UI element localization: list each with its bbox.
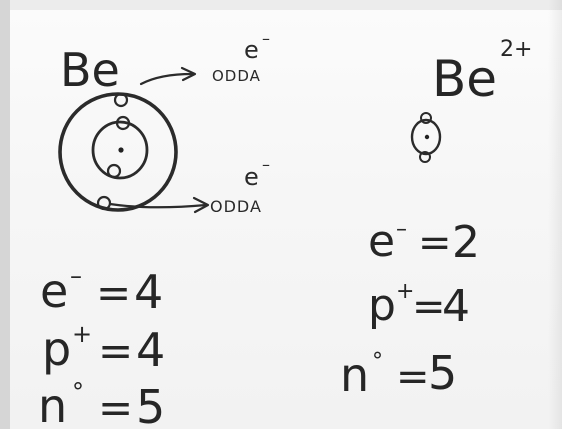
- count-n-value: 5: [136, 380, 165, 429]
- paper-shadow: [548, 0, 562, 429]
- be-symbol-right: Be: [432, 50, 497, 108]
- ion-electron-bottom: [419, 151, 431, 163]
- ion-count-p-particle: p: [368, 280, 396, 331]
- arrow-top-line: [139, 72, 194, 86]
- right-counts: e – = 2 p + = 4 n ° = 5: [340, 216, 480, 402]
- count-e-sup: –: [70, 262, 82, 290]
- nucleus-dot: [118, 147, 124, 153]
- inner-shell: [91, 120, 149, 180]
- electron-label-top: e: [244, 36, 259, 64]
- ion-count-e-particle: e: [368, 216, 395, 267]
- count-n-sup: °: [72, 378, 84, 406]
- count-e-particle: e: [40, 264, 68, 318]
- ion-shell: [410, 118, 442, 156]
- ion-count-e-equals: =: [418, 220, 452, 266]
- count-p-equals: =: [98, 326, 133, 375]
- electron-outer-top: [113, 92, 129, 108]
- count-p-sup: +: [72, 320, 92, 348]
- count-n-equals: =: [98, 383, 133, 429]
- arrow-top-head: [180, 66, 197, 82]
- be-symbol-left: Be: [60, 43, 120, 97]
- electron-label-bottom: e: [244, 163, 259, 191]
- count-e-equals: =: [96, 268, 131, 317]
- beryllium-atom-diagram: [58, 92, 178, 212]
- ion-count-n-equals: =: [396, 354, 430, 400]
- ion-nucleus-dot: [424, 134, 430, 140]
- outer-shell: [58, 92, 178, 212]
- ion-count-p-sup: +: [396, 279, 414, 304]
- left-counts: e – = 4 p + = 4 n ° = 5: [38, 262, 165, 429]
- ion-count-n-particle: n: [340, 348, 369, 402]
- ion-count-e-sup: –: [396, 217, 407, 242]
- ion-count-n-value: 5: [428, 346, 457, 400]
- ion-count-e-value: 2: [452, 217, 480, 268]
- arrow-bottom-line: [108, 202, 208, 209]
- paper-sheet: [10, 10, 562, 429]
- odda-label-top: ODDA: [212, 67, 261, 85]
- ion-charge: 2+: [500, 37, 532, 62]
- ion-count-p-value: 4: [442, 281, 470, 332]
- electron-inner-top: [115, 115, 131, 131]
- beryllium-ion-diagram: [410, 112, 442, 163]
- ion-electron-top: [420, 112, 432, 124]
- electron-sign-bottom: –: [262, 155, 270, 174]
- ion-count-p-equals: =: [412, 284, 446, 330]
- count-e-value: 4: [134, 265, 163, 319]
- count-p-particle: p: [42, 322, 71, 376]
- count-n-particle: n: [38, 379, 67, 429]
- ion-count-n-sup: °: [372, 349, 383, 374]
- arrow-bottom-head: [192, 196, 210, 214]
- background-edge: [0, 0, 10, 429]
- electron-inner-bottom: [106, 163, 122, 179]
- odda-label-bottom: ODDA: [210, 197, 262, 216]
- count-p-value: 4: [136, 323, 165, 377]
- electron-sign-top: –: [262, 29, 270, 48]
